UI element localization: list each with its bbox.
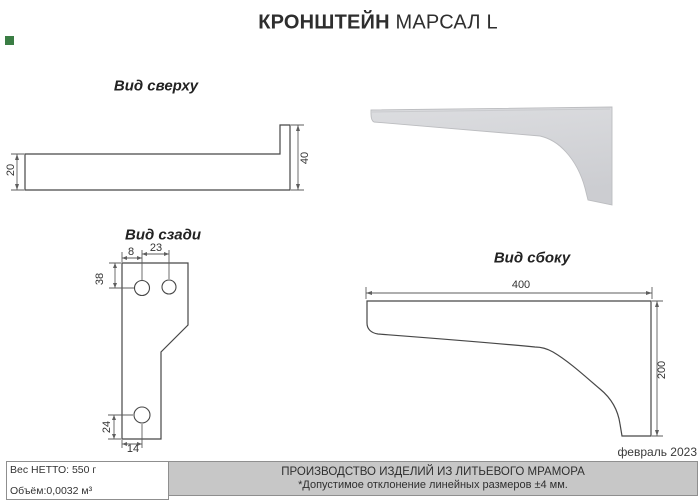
dim-label-400: 400 [511,279,531,291]
weight-info-box: Вес НЕТТО: 550 г Объём:0,0032 м³ [6,461,169,500]
page-title-bold: КРОНШТЕЙН [258,11,390,34]
side-view-dimensions [365,287,663,437]
logo-green-square-icon [5,36,14,45]
back-view-outline [121,262,189,440]
back-view-hole-bottom [133,406,151,424]
dim-label-200: 200 [656,360,668,380]
date-label: февраль 2023 [617,445,697,459]
production-info-box: ПРОИЗВОДСТВО ИЗДЕЛИЙ ИЗ ЛИТЬЕВОГО МРАМОР… [168,461,698,496]
dim-label-14: 14 [126,443,140,455]
bracket-3d-body [370,106,613,206]
page-title: КРОНШТЕЙН МАРСАЛ L [258,12,498,35]
back-view-title: Вид сзади [124,226,202,244]
bracket-3d-top-edge [371,108,611,113]
dim-label-8: 8 [127,246,135,258]
top-view-title: Вид сверху [113,77,199,95]
top-view-outline [24,124,291,191]
net-weight-label: Вес НЕТТО: 550 г [10,464,97,476]
production-label: ПРОИЗВОДСТВО ИЗДЕЛИЙ ИЗ ЛИТЬЕВОГО МРАМОР… [281,466,585,478]
dim-label-24: 24 [101,420,113,434]
dim-label-40: 40 [299,151,311,165]
back-view-hole-left [133,279,151,297]
back-view-hole-right [161,279,177,295]
side-view-outline [366,300,652,437]
volume-label: Объём:0,0032 м³ [10,485,93,497]
back-view-drawing [108,250,189,448]
dim-label-23: 23 [149,242,163,254]
side-view-drawing [365,287,663,437]
bracket-3d-render [370,106,613,206]
back-view-dimensions [108,250,170,448]
top-view-dimensions [11,124,304,191]
top-view-drawing [11,124,304,191]
tolerance-label: *Допустимое отклонение линейных размеров… [298,479,568,491]
dim-label-38: 38 [94,272,106,286]
dim-label-20: 20 [5,163,17,177]
side-view-title: Вид сбоку [493,249,571,267]
page-title-regular: МАРСАЛ L [389,11,498,34]
